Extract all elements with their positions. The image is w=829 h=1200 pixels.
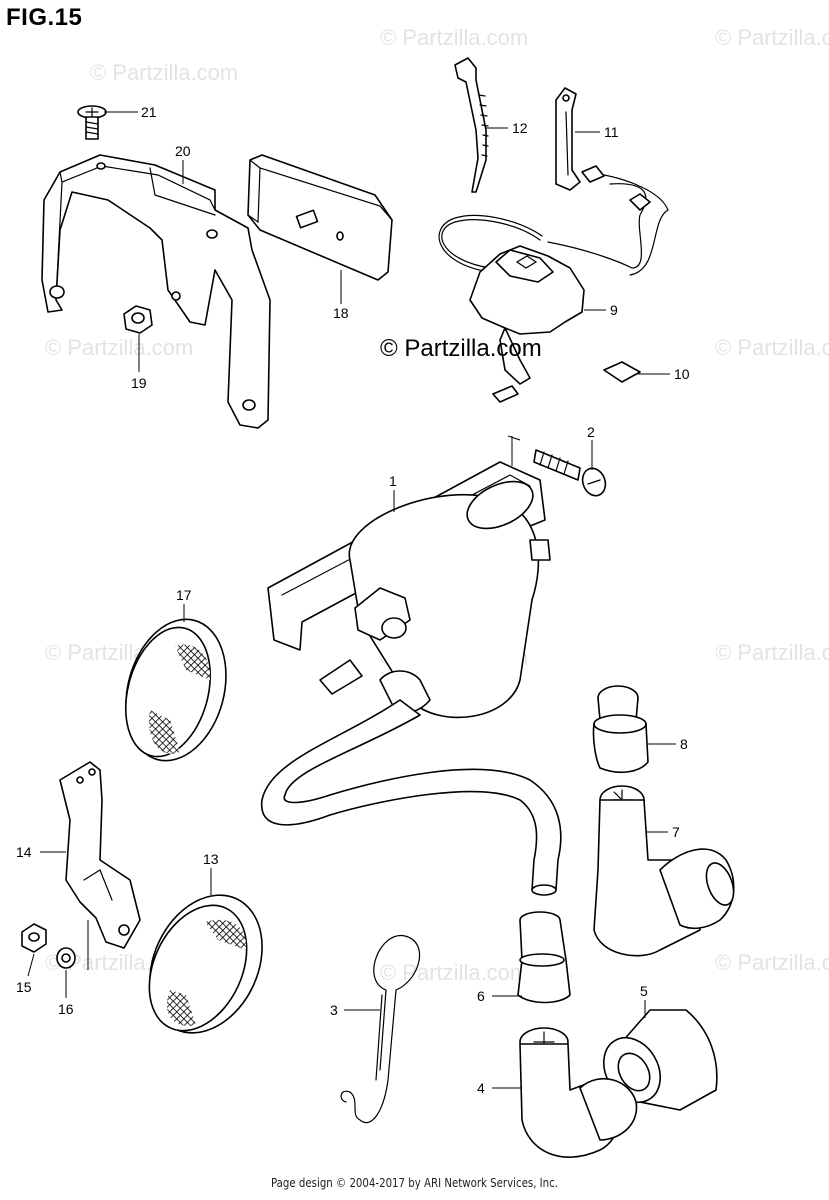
watermark-text: © Partzilla.com [380,25,528,50]
part-20-bracket [41,154,271,429]
part-21-screw [77,105,107,140]
part-17-reflector [124,618,227,762]
callout-1: 1 [389,473,397,489]
part-14-bracket [59,761,141,949]
callout-13: 13 [203,851,219,867]
part-12-cable-tie [454,57,489,193]
callout-8: 8 [680,736,688,752]
watermark-text: © Partzilla.com [380,960,528,985]
part-11-clip [555,87,581,191]
callout-labels: 21 20 12 11 9 18 19 10 2 1 17 8 7 14 13 … [16,104,690,1096]
watermark-text: © Partzilla.com [715,25,829,50]
callout-12: 12 [512,120,528,136]
callout-7: 7 [672,824,680,840]
part-4-plug-cap [519,1027,638,1158]
watermark-text: © Partzilla.com [45,335,193,360]
callout-15: 15 [16,979,32,995]
callout-11: 11 [604,124,619,140]
part-9-switch [438,165,669,403]
watermark-text: © Partzilla.com [715,950,829,975]
part-2-bolt [533,449,607,497]
watermark-text: © Partzilla.com [715,640,829,665]
part-16-washer [56,947,76,969]
callout-5: 5 [640,983,648,999]
part-3-wire-clip [340,935,421,1124]
callout-19: 19 [131,375,147,391]
callout-16: 16 [58,1001,74,1017]
part-7-plug-cap [593,785,735,957]
part-6-boot [517,911,571,1004]
callout-20: 20 [175,143,191,159]
callout-2: 2 [587,424,595,440]
callout-6: 6 [477,988,485,1004]
callout-10: 10 [674,366,690,382]
part-18-pad [247,154,393,281]
callout-14: 14 [16,844,32,860]
part-8-cap [592,685,649,774]
watermark-text: © Partzilla.com [715,335,829,360]
part-10-label [603,361,641,383]
part-15-nut [21,923,47,953]
watermark-text: © Partzilla.com [90,60,238,85]
part-19-nut [123,305,153,334]
figure-title: FIG.15 [6,4,83,31]
callout-3: 3 [330,1002,338,1018]
callout-18: 18 [333,305,349,321]
callout-9: 9 [610,302,618,318]
callout-17: 17 [176,587,192,603]
copyright-stamp: © Partzilla.com [380,335,542,362]
callout-21: 21 [141,104,157,120]
leader-lines [27,111,676,1089]
footer-credit: Page design © 2004-2017 by ARI Network S… [270,1176,559,1190]
part-13-reflector [148,894,263,1034]
part-1-ignition-coil [260,461,562,896]
callout-4: 4 [477,1080,485,1096]
